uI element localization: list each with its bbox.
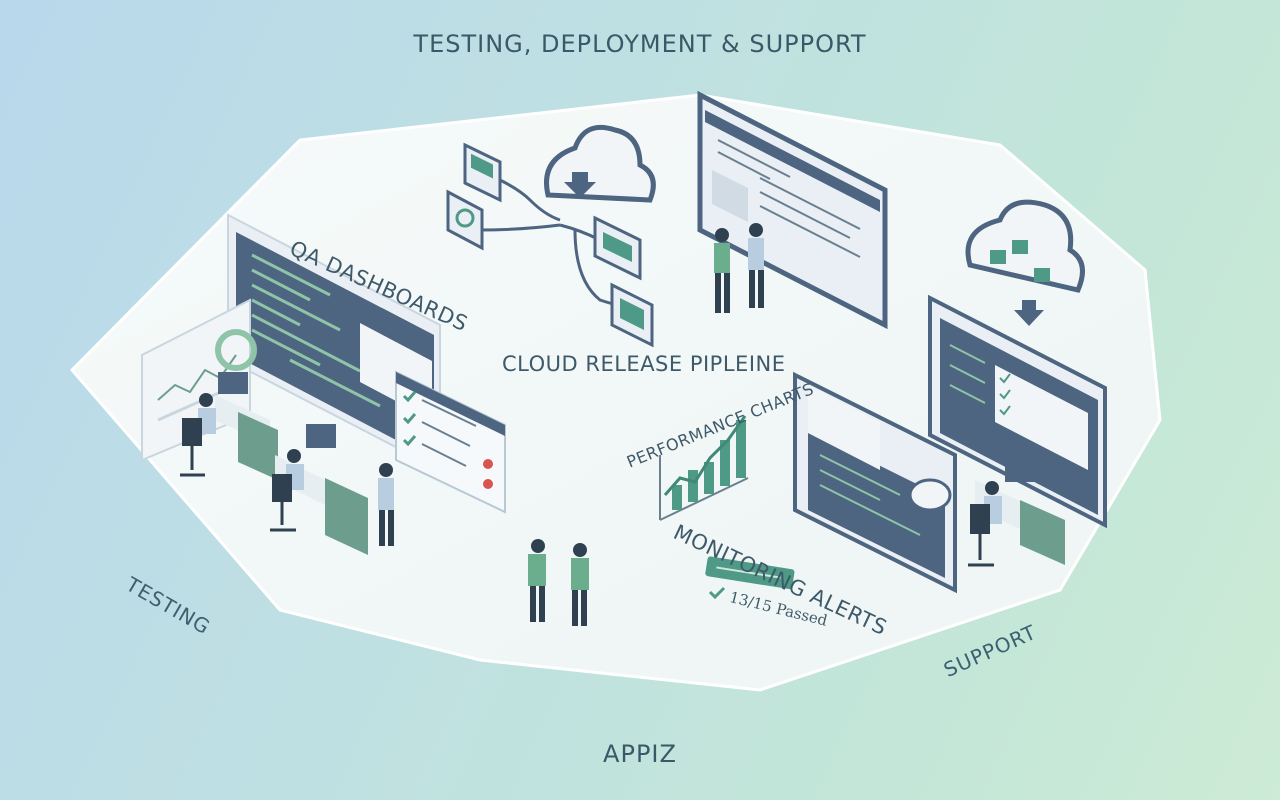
support-desk bbox=[968, 458, 1065, 567]
cloud-upload-icon bbox=[965, 199, 1085, 326]
pipeline-node-check bbox=[446, 189, 484, 251]
support-code-panel-front bbox=[793, 371, 957, 594]
release-dashboard-monitor bbox=[697, 90, 888, 330]
cloud-download-icon bbox=[544, 124, 656, 203]
mail-icon bbox=[593, 215, 642, 281]
performance-chart bbox=[659, 415, 749, 521]
support-dashboard-monitor bbox=[928, 294, 1107, 529]
speech-bubble-icon bbox=[908, 478, 952, 512]
chart-icon bbox=[610, 282, 654, 348]
monitoring-alert-badge bbox=[705, 556, 795, 590]
qa-test-results-panel bbox=[395, 370, 506, 514]
pipeline-node-top bbox=[463, 142, 502, 203]
discussing-pair-top bbox=[714, 223, 764, 313]
testing-person-standing bbox=[378, 463, 394, 546]
brand-footer: APPIZ bbox=[603, 740, 677, 768]
label-cloud-release-pipeline: CLOUD RELEASE PIPLEINE bbox=[502, 352, 786, 376]
check-icon bbox=[708, 586, 726, 600]
testing-desk-2 bbox=[270, 424, 368, 555]
page-title: TESTING, DEPLOYMENT & SUPPORT bbox=[413, 30, 867, 58]
testing-desk-1 bbox=[180, 372, 278, 480]
collaborating-pair bbox=[528, 539, 589, 626]
